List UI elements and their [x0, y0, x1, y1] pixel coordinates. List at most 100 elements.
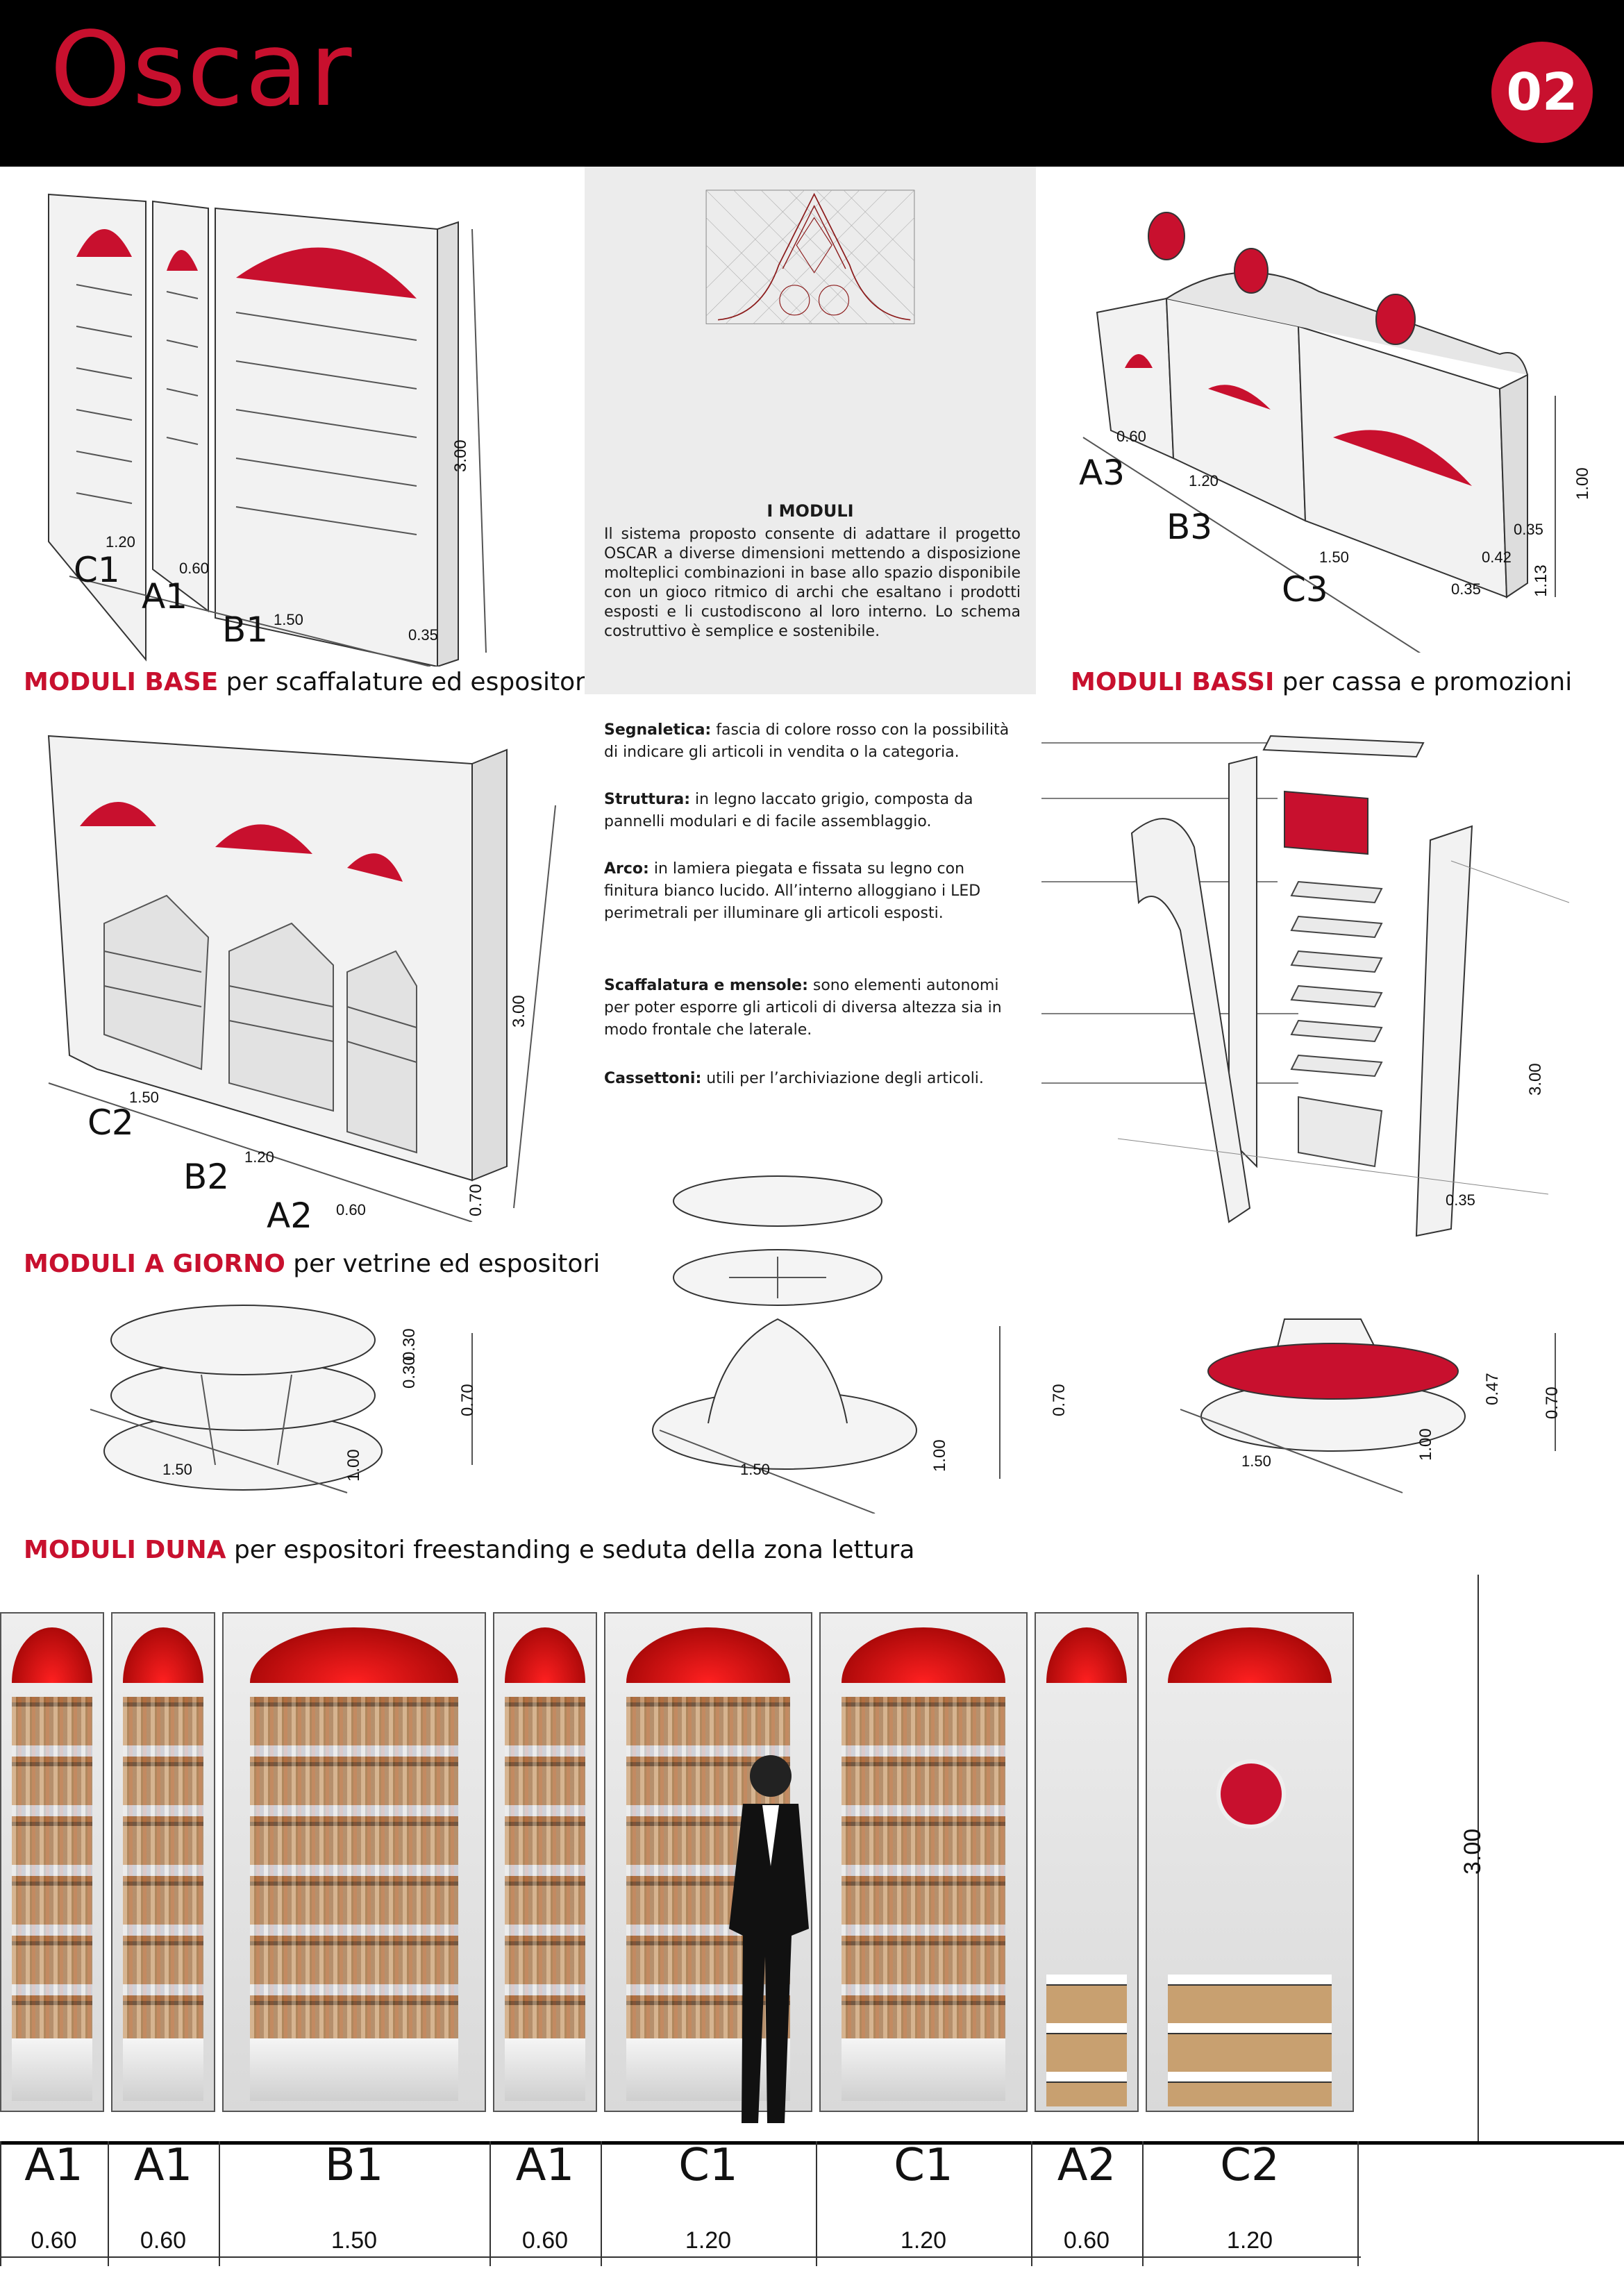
- duna3-dim-3: 0.47: [1483, 1373, 1502, 1405]
- label-a3: A3: [1079, 453, 1125, 493]
- width-dimension-line: [0, 2256, 1361, 2258]
- duna-3-svg: [1180, 1318, 1556, 1493]
- moduli-bassi-drawing: [1069, 208, 1597, 653]
- base-arch-b1: [236, 247, 417, 299]
- caption-moduli-duna: MODULI DUNA per espositori freestanding …: [24, 1536, 915, 1564]
- moduli-base-svg: [48, 193, 487, 667]
- label-c2: C2: [87, 1103, 134, 1143]
- schema-drawing: [705, 190, 915, 324]
- moduli-heading: I MODULI: [767, 501, 854, 521]
- elev-label-4: A1: [515, 2140, 575, 2191]
- bassi-dim-height: 1.00: [1573, 467, 1592, 500]
- giorno-dim-2: 1.20: [244, 1148, 274, 1166]
- duna2-dim-2: 1.00: [930, 1439, 949, 1472]
- desc-arco: Arco: in lamiera piegata e fissata su le…: [604, 860, 981, 922]
- duna1-dim-4: 0.30: [400, 1328, 419, 1361]
- elev-width-3: 1.50: [330, 2227, 378, 2254]
- moduli-bassi-svg: [1082, 212, 1556, 653]
- person-silhouette-icon: [715, 1748, 819, 2137]
- bassi-dim-2: 1.20: [1189, 472, 1219, 489]
- caption-moduli-bassi: MODULI BASSI per cassa e promozioni: [1071, 668, 1573, 696]
- duna3-dim-2: 1.00: [1416, 1428, 1435, 1461]
- header-bar: [0, 0, 1624, 167]
- elevation-drawing: [0, 1570, 1361, 2126]
- duna1-dim-2: 1.00: [344, 1449, 363, 1482]
- elev-width-7: 0.60: [1063, 2227, 1110, 2254]
- duna2-dim-height: 0.70: [1050, 1384, 1069, 1416]
- duna3-dim-height: 0.70: [1543, 1386, 1562, 1419]
- elev-width-2: 0.60: [140, 2227, 187, 2254]
- bassi-sign-3: [1375, 294, 1416, 345]
- duna1-dim-1: 1.50: [162, 1461, 192, 1478]
- bay-c1-2: [819, 1612, 1028, 2112]
- duna1-dim-3: 0.30: [400, 1356, 419, 1389]
- elev-label-1: A1: [24, 2140, 83, 2191]
- label-a2: A2: [267, 1196, 313, 1236]
- base-dim-3: 1.50: [274, 611, 303, 628]
- bay-c2: [1146, 1612, 1354, 2112]
- bay-b1: [222, 1612, 486, 2112]
- bay-a1-2: [111, 1612, 215, 2112]
- bay-a1-1: [0, 1612, 104, 2112]
- duna3-dim-1: 1.50: [1241, 1452, 1271, 1470]
- base-dim-2: 0.60: [179, 560, 209, 577]
- schema-panel: [585, 167, 1036, 694]
- bassi-dim-6: 0.35: [1514, 521, 1543, 538]
- duna-3-red-seat: [1207, 1343, 1459, 1400]
- elev-width-6: 1.20: [900, 2227, 947, 2254]
- bassi-sign-1: [1148, 212, 1185, 260]
- bassi-sign-2: [1234, 248, 1269, 294]
- giorno-dim-1: 1.50: [129, 1089, 159, 1106]
- elev-label-6: C1: [894, 2140, 953, 2191]
- elev-width-8: 1.20: [1226, 2227, 1273, 2254]
- base-dim-1: 1.20: [106, 533, 135, 551]
- elev-label-8: C2: [1220, 2140, 1280, 2191]
- moduli-paragraph: Il sistema proposto consente di adattare…: [604, 526, 1021, 640]
- exploded-dim-height: 3.00: [1526, 1063, 1545, 1096]
- oscar-logo-icon: [1216, 1759, 1286, 1829]
- label-c1: C1: [74, 550, 120, 590]
- base-module-b1: [215, 207, 438, 667]
- caption-moduli-giorno: MODULI A GIORNO per vetrine ed espositor…: [24, 1250, 601, 1278]
- desc-struttura: Struttura: in legno laccato grigio, comp…: [604, 791, 973, 830]
- base-arch-a1: [167, 250, 198, 271]
- duna-2-drawing: [639, 1153, 1090, 1514]
- base-arch-c1: [76, 229, 132, 257]
- label-a1: A1: [142, 576, 188, 617]
- base-dim-4: 0.35: [408, 626, 438, 644]
- exploded-view-drawing: [1021, 722, 1597, 1250]
- elev-label-7: A2: [1057, 2140, 1116, 2191]
- base-dim-height: 3.00: [451, 439, 470, 472]
- duna-2-svg: [652, 1175, 1001, 1514]
- elev-label-2: A1: [133, 2140, 193, 2191]
- bay-a1-3: [493, 1612, 597, 2112]
- duna-1-svg: [90, 1305, 473, 1493]
- page-title: Oscar: [50, 10, 353, 129]
- label-b1: B1: [222, 610, 269, 650]
- bay-a2: [1035, 1612, 1139, 2112]
- moduli-base-drawing: [28, 181, 514, 667]
- label-c3: C3: [1282, 569, 1328, 610]
- elev-label-5: C1: [678, 2140, 738, 2191]
- ground-line: [0, 2141, 1624, 2145]
- page-number-badge: 02: [1491, 42, 1593, 143]
- giorno-dim-4: 0.70: [467, 1184, 485, 1216]
- exploded-dim-depth: 0.35: [1446, 1191, 1475, 1209]
- duna-1-drawing: [83, 1291, 514, 1500]
- duna2-dim-1: 1.50: [740, 1461, 770, 1478]
- label-b3: B3: [1166, 507, 1213, 547]
- elevation-height: 3.00: [1459, 1828, 1486, 1875]
- label-b2: B2: [183, 1157, 230, 1197]
- bassi-dim-3: 1.50: [1319, 548, 1349, 566]
- bassi-dim-5: 0.42: [1482, 548, 1512, 566]
- height-dimension-line: [1477, 1575, 1479, 2141]
- desc-segnaletica: Segnaletica: fascia di colore rosso con …: [604, 721, 1010, 761]
- signage-red-band: [1284, 790, 1368, 855]
- duna-3-drawing: [1166, 1291, 1597, 1500]
- elev-width-5: 1.20: [685, 2227, 732, 2254]
- elev-width-1: 0.60: [31, 2227, 77, 2254]
- moduli-giorno-svg: [47, 735, 556, 1222]
- giorno-dim-height: 3.00: [510, 995, 528, 1028]
- exploded-svg: [1041, 735, 1570, 1237]
- base-module-c1: [48, 193, 147, 662]
